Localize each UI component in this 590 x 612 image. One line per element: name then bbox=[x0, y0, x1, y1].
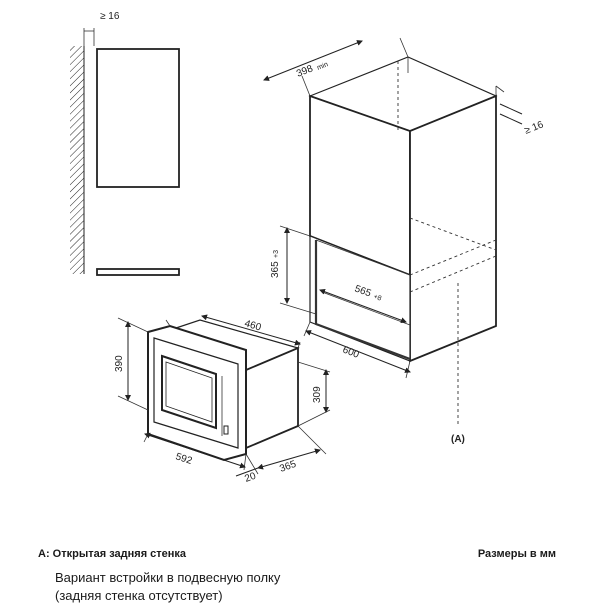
dim-ext bbox=[117, 395, 149, 411]
oven-door-window bbox=[161, 354, 217, 430]
niche-width-tol: +8 bbox=[372, 293, 382, 302]
frame-depth-label: 20 bbox=[243, 471, 258, 485]
dim-ext bbox=[297, 425, 327, 455]
dim-ext bbox=[399, 37, 409, 58]
dim-ext bbox=[243, 453, 247, 471]
dim-ext bbox=[405, 360, 411, 379]
oven-body-height-label: 309 bbox=[312, 386, 323, 403]
dim-ext bbox=[297, 341, 301, 349]
dim-ext bbox=[303, 321, 311, 337]
oven-front-width-dim bbox=[144, 432, 246, 469]
frame-depth-dim bbox=[235, 467, 259, 477]
legend-description-line-2: (задняя стенка отсутствует) bbox=[55, 588, 223, 603]
cabinet-width-dim bbox=[305, 330, 411, 373]
legend-description-line-1: Вариант встройки в подвесную полку bbox=[55, 570, 281, 585]
callout-a-label: (A) bbox=[451, 434, 465, 445]
niche-height-label: 365 bbox=[270, 261, 281, 278]
microwave-oven: 460 390 309 592 20 365 bbox=[114, 314, 331, 485]
oven-depth-label: 460 bbox=[243, 318, 262, 333]
cabinet-side-panel bbox=[96, 48, 180, 188]
dim-ext bbox=[297, 361, 331, 373]
side-gap-line bbox=[499, 113, 523, 125]
depth-min-suffix: min bbox=[316, 61, 329, 72]
side-gap-line bbox=[499, 103, 523, 115]
niche-height-tol: +3 bbox=[273, 250, 280, 258]
wall-gap-label: ≥ 16 bbox=[100, 11, 120, 22]
wall-hatch bbox=[70, 46, 84, 274]
oven-front-height-label: 390 bbox=[114, 355, 125, 372]
dim-ext bbox=[117, 317, 149, 333]
wall-cabinet: 398 min ≥ 16 365 +3 565 +8 600 (A) bbox=[263, 37, 546, 445]
dim-ext bbox=[165, 319, 171, 327]
depth-dim-line bbox=[263, 40, 363, 81]
oven-door-window-inner bbox=[165, 361, 213, 423]
legend-title: A: Открытая задняя стенка bbox=[38, 548, 187, 560]
oven-front-width-label: 592 bbox=[174, 451, 194, 467]
dim-ext bbox=[279, 302, 317, 315]
depth-min-label: 398 bbox=[295, 63, 315, 80]
oven-depth-dim bbox=[201, 314, 301, 346]
dim-ext bbox=[297, 409, 331, 427]
niche-width-dim bbox=[319, 288, 407, 324]
cabinet-width-label: 600 bbox=[341, 345, 361, 361]
oven-body-depth-dim bbox=[257, 448, 321, 470]
dim-ext bbox=[245, 453, 259, 475]
dim-ext bbox=[301, 75, 311, 97]
legend-description: Вариант встройки в подвесную полку (задн… bbox=[55, 569, 355, 605]
dim-ext bbox=[279, 225, 311, 237]
installation-diagram: ≥ 16 398 min ≥ 16 bbox=[70, 11, 546, 485]
units-note: Размеры в мм bbox=[477, 548, 556, 560]
cabinet-bottom-shelf bbox=[96, 268, 180, 276]
cabinet-right-side bbox=[409, 94, 497, 363]
niche-inner-edge bbox=[315, 239, 411, 276]
side-view: ≥ 16 bbox=[70, 11, 180, 276]
side-gap-label: ≥ 16 bbox=[523, 119, 546, 137]
side-edge bbox=[495, 85, 505, 93]
